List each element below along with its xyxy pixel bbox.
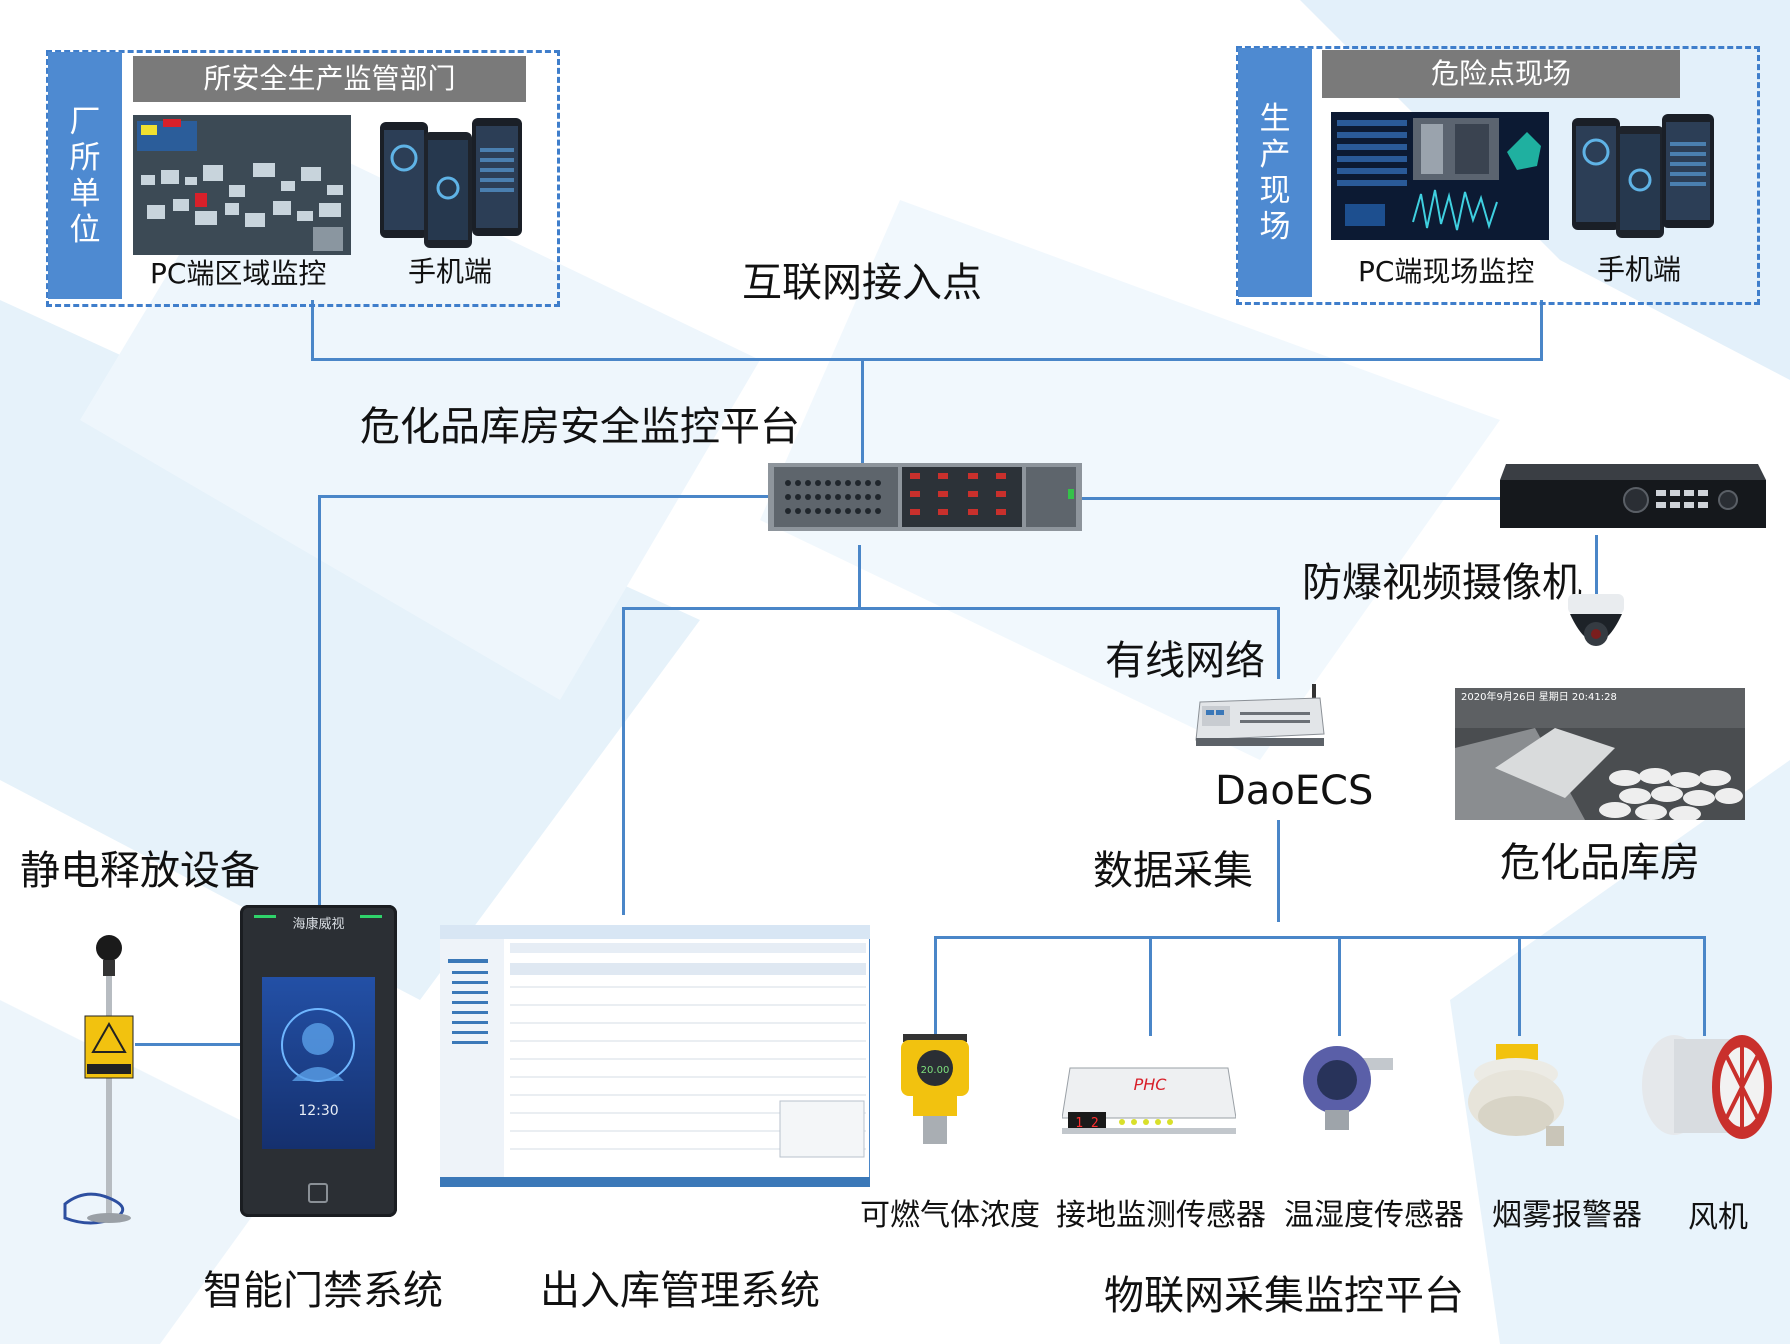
ground-display: 1 2 [1075, 1116, 1098, 1131]
daoecs-device-icon [1195, 684, 1325, 746]
connector-to-server [861, 358, 864, 463]
sensor-label-temp-humidity: 温湿度传感器 [1284, 1198, 1464, 1233]
platform-label: 危化品库房安全监控平台 [360, 404, 800, 450]
mobile-label-right: 手机端 [1597, 253, 1682, 286]
mobile-label-left: 手机端 [408, 255, 493, 288]
static-device-label: 静电释放设备 [20, 848, 260, 894]
data-collection-label: 数据采集 [1093, 848, 1253, 894]
connector-top-horizontal [311, 358, 1543, 361]
dome-camera-icon [1568, 594, 1624, 646]
connector-server-right [1082, 497, 1502, 500]
warehouse-label: 危化品库房 [1500, 840, 1700, 886]
daoecs-label: DaoECS [1215, 768, 1374, 814]
static-release-device-icon [63, 935, 134, 1225]
gas-display: 20.00 [921, 1065, 950, 1076]
smoke-alarm-icon [1468, 1044, 1564, 1146]
top-right-group-frame [1236, 46, 1760, 305]
sensor-label-grounding: 接地监测传感器 [1056, 1198, 1266, 1233]
connector-sensor-2 [1149, 936, 1152, 1036]
sensor-label-fan: 风机 [1688, 1200, 1748, 1235]
server-icon [768, 463, 1082, 531]
access-control-label: 智能门禁系统 [203, 1268, 443, 1314]
side-char: 场 [1259, 208, 1291, 245]
mobile-site-screenshot [1572, 114, 1714, 238]
inout-system-label: 出入库管理系统 [540, 1268, 820, 1314]
side-char: 产 [1259, 136, 1291, 173]
camera-timestamp: 2020年9月26日 星期日 20:41:28 [1461, 690, 1617, 703]
connector-server-left [318, 495, 768, 498]
pc-region-monitor-screenshot [133, 115, 351, 255]
connector-sensor-4 [1518, 936, 1521, 1036]
top-left-group-frame [46, 50, 560, 307]
internet-access-label: 互联网接入点 [742, 260, 982, 306]
face-recognition-icon [281, 1008, 355, 1082]
access-control-terminal: 海康威视 12:30 [240, 905, 397, 1217]
sensor-label-gas: 可燃气体浓度 [860, 1198, 1040, 1233]
temp-humidity-sensor-icon [1303, 1046, 1393, 1130]
connector-static-access [135, 1043, 240, 1046]
access-fingerprint-button [308, 1183, 328, 1203]
connector-mid-horizontal [622, 607, 1280, 610]
side-char: 生 [1259, 100, 1291, 137]
connector-sensor-1 [934, 936, 937, 1036]
access-screen: 12:30 [262, 977, 375, 1149]
side-char: 现 [1259, 172, 1291, 209]
side-char: 单 [69, 175, 101, 212]
pc-site-monitor-screenshot [1331, 112, 1549, 240]
fan-icon [1642, 1035, 1772, 1139]
ground-brand: PHC [1134, 1075, 1168, 1094]
side-char: 所 [69, 139, 101, 176]
connector-nvr-camera [1595, 535, 1598, 595]
side-char: 位 [69, 211, 101, 248]
side-char: 厂 [69, 103, 101, 140]
nvr-recorder-icon [1500, 464, 1766, 528]
gas-detector-icon: 20.00 [901, 1034, 969, 1144]
connector-inout-vertical [622, 607, 625, 915]
pc-region-monitor-label: PC端区域监控 [150, 257, 327, 290]
sensor-label-smoke: 烟雾报警器 [1492, 1198, 1642, 1233]
access-time: 12:30 [298, 1103, 339, 1119]
iot-platform-label: 物联网采集监控平台 [1104, 1273, 1464, 1319]
camera-label: 防爆视频摄像机 [1302, 560, 1582, 606]
connector-top-right-vertical [1540, 300, 1543, 360]
connector-sensor-5 [1703, 936, 1706, 1036]
grounding-sensor-icon: PHC 1 2 [1062, 1067, 1236, 1134]
pc-site-monitor-label: PC端现场监控 [1358, 255, 1535, 288]
top-right-side-label: 生 产 现 场 [1238, 48, 1312, 297]
connector-daoecs-vertical [1277, 607, 1280, 679]
connector-left-vertical [318, 495, 321, 910]
top-right-header: 危险点现场 [1322, 50, 1680, 98]
warehouse-camera-image: 2020年9月26日 星期日 20:41:28 [1455, 688, 1745, 820]
top-left-side-label: 厂 所 单 位 [48, 52, 122, 299]
connector-daoecs-down [1277, 820, 1280, 922]
inout-system-screenshot [440, 925, 870, 1187]
wired-network-label: 有线网络 [1105, 638, 1265, 684]
access-status-bar-right [360, 915, 382, 918]
top-left-header: 所安全生产监管部门 [133, 56, 526, 102]
access-brand: 海康威视 [292, 917, 345, 932]
connector-sensor-bus [934, 936, 1706, 939]
access-status-bar [254, 915, 276, 918]
connector-top-left-vertical [311, 300, 314, 360]
mobile-monitor-screenshot [380, 118, 522, 248]
connector-server-down [858, 545, 861, 607]
connector-sensor-3 [1338, 936, 1341, 1036]
